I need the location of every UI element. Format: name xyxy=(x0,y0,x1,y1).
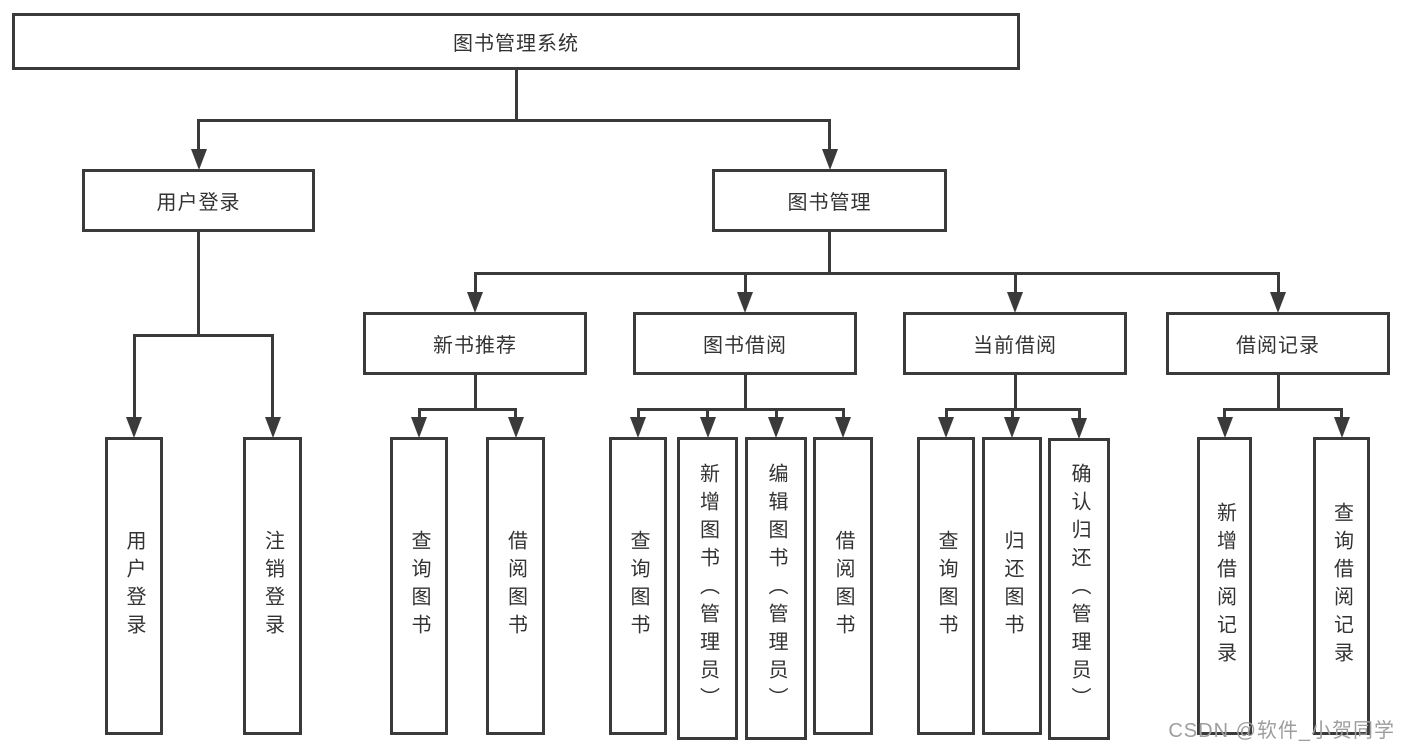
node-label-rec-query-book: 查询图书 xyxy=(408,530,430,642)
connector-bar-new-book-rec xyxy=(417,407,517,411)
node-label-cb-return-book: 归还图书 xyxy=(1001,530,1023,642)
connector-bar-user-login-group xyxy=(132,333,274,337)
connector-trunk-book-borrow xyxy=(743,373,747,410)
arrowhead-down-icon xyxy=(835,417,851,438)
arrowhead-down-icon xyxy=(938,417,954,438)
connector-shaft-bb-add-book xyxy=(706,409,709,418)
node-label-cb-confirm-return: 确认归还（管理员） xyxy=(1068,463,1090,715)
arrowhead-down-icon xyxy=(1216,417,1233,438)
arrowhead-down-icon xyxy=(1270,292,1286,313)
node-book-mgmt: 图书管理 xyxy=(712,169,947,232)
node-label-logout: 注销登录 xyxy=(261,530,284,642)
node-label-rec-borrow-book: 借阅图书 xyxy=(504,530,527,642)
connector-bar-root xyxy=(197,118,831,122)
connector-shaft-borrow-records xyxy=(1276,273,1280,293)
connector-trunk-book-mgmt xyxy=(828,230,831,274)
node-label-book-borrow: 图书借阅 xyxy=(703,335,787,357)
node-br-query-record: 查询借阅记录 xyxy=(1313,437,1370,735)
node-root: 图书管理系统 xyxy=(12,13,1020,70)
node-bb-edit-book: 编辑图书（管理员） xyxy=(745,437,807,740)
node-cb-confirm-return: 确认归还（管理员） xyxy=(1048,438,1110,740)
arrowhead-down-icon xyxy=(264,417,281,438)
connector-trunk-borrow-records xyxy=(1276,373,1280,410)
node-label-user-login-group: 用户登录 xyxy=(156,192,241,214)
node-label-borrow-records: 借阅记录 xyxy=(1236,335,1320,357)
connector-shaft-bb-query-book xyxy=(636,409,640,418)
connector-shaft-bb-borrow-book xyxy=(841,409,845,418)
node-cb-query-book: 查询图书 xyxy=(917,437,975,735)
arrowhead-down-icon xyxy=(1004,417,1020,438)
connector-bar-book-borrow xyxy=(636,407,845,411)
connector-shaft-cb-return-book xyxy=(1010,409,1014,418)
arrowhead-down-icon xyxy=(821,149,838,170)
node-user-login: 用户登录 xyxy=(105,437,163,735)
node-label-cb-query-book: 查询图书 xyxy=(935,530,957,642)
connector-shaft-br-query-record xyxy=(1340,409,1343,418)
node-current-borrow: 当前借阅 xyxy=(903,312,1127,375)
node-label-current-borrow: 当前借阅 xyxy=(973,335,1057,357)
connector-shaft-cb-confirm-return xyxy=(1077,409,1081,419)
node-book-borrow: 图书借阅 xyxy=(633,312,857,375)
connector-shaft-logout xyxy=(271,335,274,418)
node-label-root: 图书管理系统 xyxy=(453,33,579,55)
node-rec-borrow-book: 借阅图书 xyxy=(486,437,545,735)
node-br-add-record: 新增借阅记录 xyxy=(1197,437,1252,735)
connector-shaft-user-login xyxy=(132,335,136,418)
connector-shaft-current-borrow xyxy=(1013,273,1017,293)
connector-shaft-br-add-record xyxy=(1223,409,1226,418)
node-logout: 注销登录 xyxy=(243,437,302,735)
connector-bar-borrow-records xyxy=(1223,407,1343,411)
connector-shaft-new-book-rec xyxy=(473,273,477,293)
connector-shaft-book-mgmt xyxy=(828,120,831,150)
node-label-br-query-record: 查询借阅记录 xyxy=(1330,502,1353,670)
connector-shaft-rec-query-book xyxy=(417,409,421,418)
connector-shaft-user-login-group xyxy=(197,120,200,150)
node-label-new-book-rec: 新书推荐 xyxy=(433,335,517,357)
arrowhead-down-icon xyxy=(126,417,142,438)
connector-shaft-rec-borrow-book xyxy=(514,409,517,418)
arrowhead-down-icon xyxy=(411,417,427,438)
connector-bar-book-mgmt xyxy=(473,271,1280,275)
arrowhead-down-icon xyxy=(699,417,716,438)
node-user-login-group: 用户登录 xyxy=(82,169,315,232)
node-label-bb-edit-book: 编辑图书（管理员） xyxy=(765,462,787,715)
node-bb-add-book: 新增图书（管理员） xyxy=(677,437,738,740)
arrowhead-down-icon xyxy=(630,417,646,438)
node-new-book-rec: 新书推荐 xyxy=(363,312,587,375)
arrowhead-down-icon xyxy=(190,149,207,170)
node-bb-borrow-book: 借阅图书 xyxy=(813,437,873,735)
connector-trunk-current-borrow xyxy=(1013,373,1017,410)
arrowhead-down-icon xyxy=(467,292,483,313)
arrowhead-down-icon xyxy=(737,292,753,313)
node-cb-return-book: 归还图书 xyxy=(982,437,1042,735)
node-label-bb-query-book: 查询图书 xyxy=(627,530,649,642)
node-borrow-records: 借阅记录 xyxy=(1166,312,1390,375)
node-bb-query-book: 查询图书 xyxy=(609,437,667,735)
arrowhead-down-icon xyxy=(1333,417,1350,438)
node-label-book-mgmt: 图书管理 xyxy=(787,192,872,214)
arrowhead-down-icon xyxy=(1007,292,1023,313)
connector-shaft-cb-query-book xyxy=(944,409,948,418)
arrowhead-down-icon xyxy=(507,417,524,438)
watermark: CSDN @软件_小贺同学 xyxy=(1168,720,1395,742)
node-label-user-login: 用户登录 xyxy=(123,530,145,642)
connector-trunk-new-book-rec xyxy=(473,373,477,410)
node-label-bb-borrow-book: 借阅图书 xyxy=(832,530,854,642)
arrowhead-down-icon xyxy=(768,417,784,438)
connector-trunk-user-login-group xyxy=(197,230,200,336)
node-label-br-add-record: 新增借阅记录 xyxy=(1213,502,1236,670)
node-rec-query-book: 查询图书 xyxy=(390,437,448,735)
connector-shaft-bb-edit-book xyxy=(774,409,778,418)
arrowhead-down-icon xyxy=(1071,418,1087,439)
node-label-bb-add-book: 新增图书（管理员） xyxy=(696,462,719,715)
connector-shaft-book-borrow xyxy=(743,273,747,293)
connector-trunk-root xyxy=(514,68,518,121)
